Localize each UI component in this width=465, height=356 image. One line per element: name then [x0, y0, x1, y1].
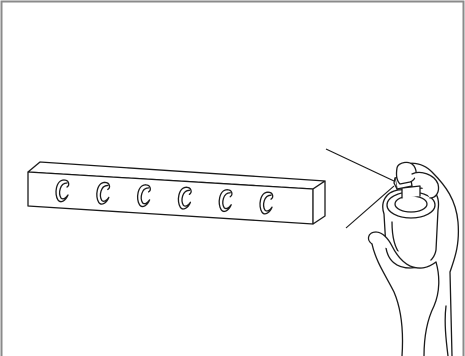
coat-hook-rack-icon [27, 161, 326, 225]
coat-hook-6 [259, 191, 273, 215]
spray-line-lower [345, 185, 395, 229]
wrist-line [444, 305, 449, 356]
coat-hook-3 [136, 184, 151, 208]
hand-front [367, 161, 440, 356]
spray-can-valve [401, 185, 421, 199]
coat-hook-tip-1 [63, 179, 70, 188]
coat-hook-tip-2 [104, 181, 111, 191]
coat-hook-tip-4 [185, 186, 192, 195]
coat-hook-5 [218, 189, 232, 213]
coat-hook-tip-3 [144, 184, 151, 193]
hooks-group [55, 179, 274, 215]
spray-can-icon [382, 173, 440, 269]
spray-can-rim [394, 195, 428, 213]
spray-line-upper [325, 148, 395, 182]
palm [371, 243, 404, 356]
palm-crease [423, 261, 440, 356]
spray-can-nozzle-tip [393, 177, 398, 190]
coat-hook-4 [177, 186, 192, 210]
coat-hook-tip-5 [226, 189, 233, 198]
coat-hook-1 [55, 179, 69, 203]
spray-mist-icon [325, 148, 395, 229]
coat-hook-2 [96, 181, 110, 205]
rack-end-face [312, 180, 326, 225]
thumb [367, 231, 437, 269]
coat-hook-tip-6 [267, 191, 274, 200]
middle-finger [411, 171, 440, 199]
